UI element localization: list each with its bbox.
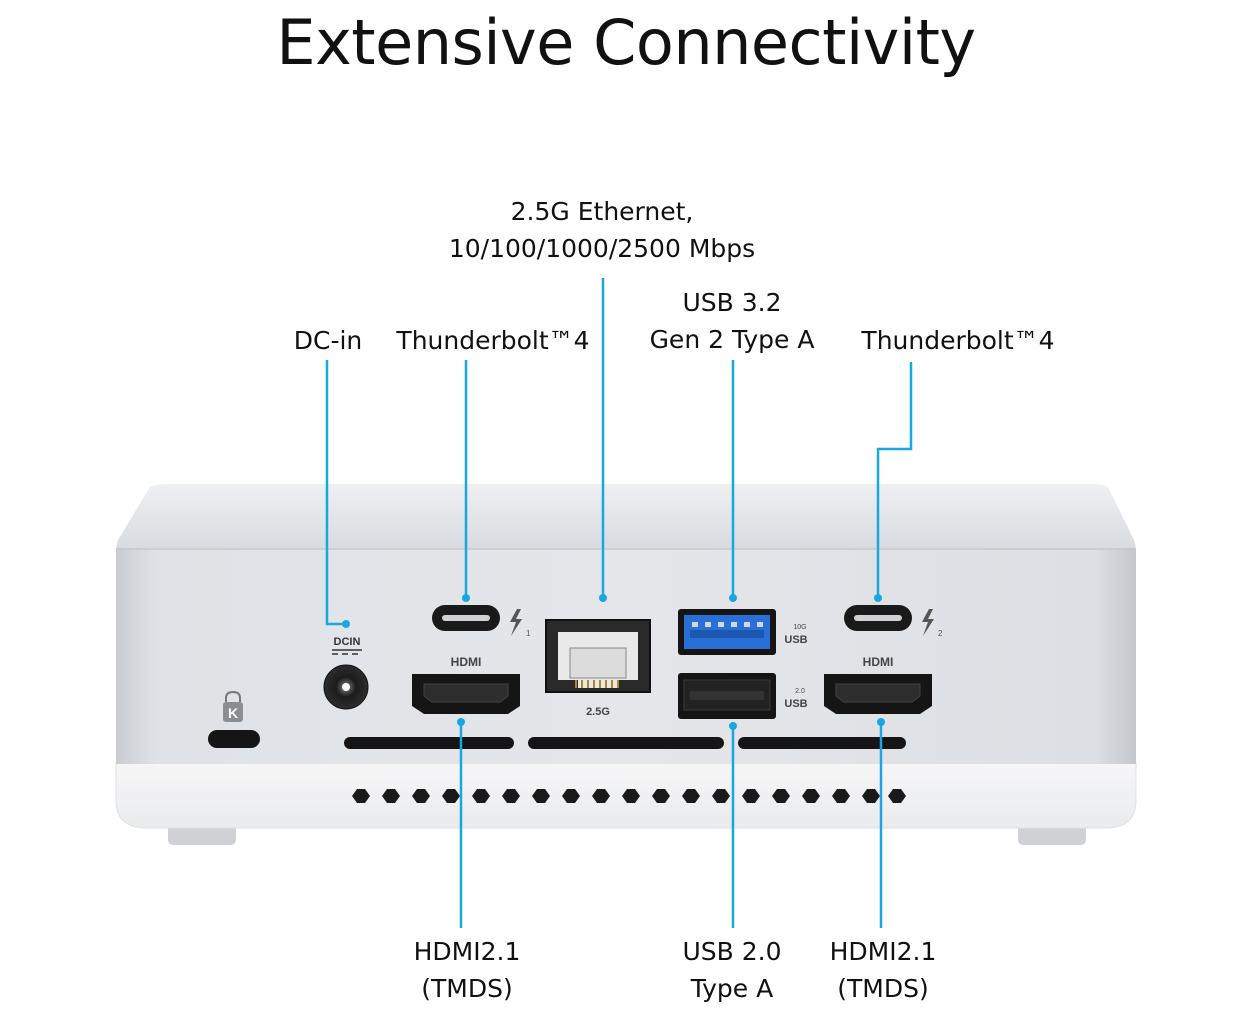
usb32-port: 10G USB	[678, 609, 808, 655]
thunderbolt-port-right: 2	[844, 605, 943, 638]
label-ethernet-line2: 10/100/1000/2500 Mbps	[448, 234, 756, 263]
label-hdmi-left-line2: (TMDS)	[421, 974, 513, 1003]
lock-icon: K	[223, 690, 243, 722]
label-hdmi-right: HDMI2.1 (TMDS)	[803, 933, 963, 1007]
thunderbolt-port-left: 1	[432, 605, 531, 638]
vent-slot-3	[738, 737, 906, 749]
page-title: Extensive Connectivity	[276, 6, 976, 79]
label-usb20-line1: USB 2.0	[682, 937, 782, 966]
tb-right-number: 2	[938, 629, 943, 638]
tb-left-number: 1	[526, 629, 531, 638]
callout-thunderbolt-right	[876, 362, 913, 598]
ethernet-port: 2.5G	[545, 619, 651, 718]
usb-bottom-sup-marking: 2.0	[795, 688, 805, 695]
kensington-lock: K	[208, 690, 260, 748]
hdmi-left-marking: HDMI	[451, 655, 482, 669]
label-usb32-line2: Gen 2 Type A	[649, 325, 815, 354]
label-thunderbolt-right: Thunderbolt™4	[861, 326, 1055, 355]
usb-top-marking: USB	[784, 634, 807, 646]
lock-letter: K	[228, 705, 238, 721]
callout-dc-in	[325, 360, 346, 626]
thunderbolt-icon	[510, 609, 522, 636]
hdmi-port-left: HDMI	[412, 655, 520, 714]
hdmi-port-right: HDMI	[824, 655, 932, 714]
ethernet-marking: 2.5G	[586, 706, 610, 718]
label-hdmi-left-line1: HDMI2.1	[413, 937, 521, 966]
dc-in-port: DCIN	[323, 636, 369, 710]
vent-slot-2	[528, 737, 724, 749]
label-usb20-line2: Type A	[690, 974, 774, 1003]
usb-top-sup-marking: 10G	[793, 624, 806, 631]
label-ethernet-line1: 2.5G Ethernet,	[510, 197, 694, 226]
hdmi-right-marking: HDMI	[863, 655, 894, 669]
label-usb32: USB 3.2 Gen 2 Type A	[622, 284, 842, 358]
callout-lines	[325, 278, 913, 928]
thunderbolt-icon	[922, 609, 934, 636]
usb20-port: 2.0 USB	[678, 673, 808, 719]
label-usb20: USB 2.0 Type A	[652, 933, 812, 1007]
label-thunderbolt-left: Thunderbolt™4	[396, 326, 590, 355]
label-dc-in: DC-in	[293, 326, 363, 355]
base-vent-holes	[352, 789, 906, 803]
label-hdmi-right-line2: (TMDS)	[837, 974, 929, 1003]
label-hdmi-left: HDMI2.1 (TMDS)	[387, 933, 547, 1007]
vent-slot-1	[344, 737, 514, 749]
label-ethernet: 2.5G Ethernet, 10/100/1000/2500 Mbps	[402, 193, 802, 267]
usb-bottom-marking: USB	[784, 698, 807, 710]
label-hdmi-right-line1: HDMI2.1	[829, 937, 937, 966]
dcin-marking: DCIN	[334, 636, 361, 648]
chassis-top	[116, 484, 1136, 552]
label-usb32-line1: USB 3.2	[682, 288, 782, 317]
